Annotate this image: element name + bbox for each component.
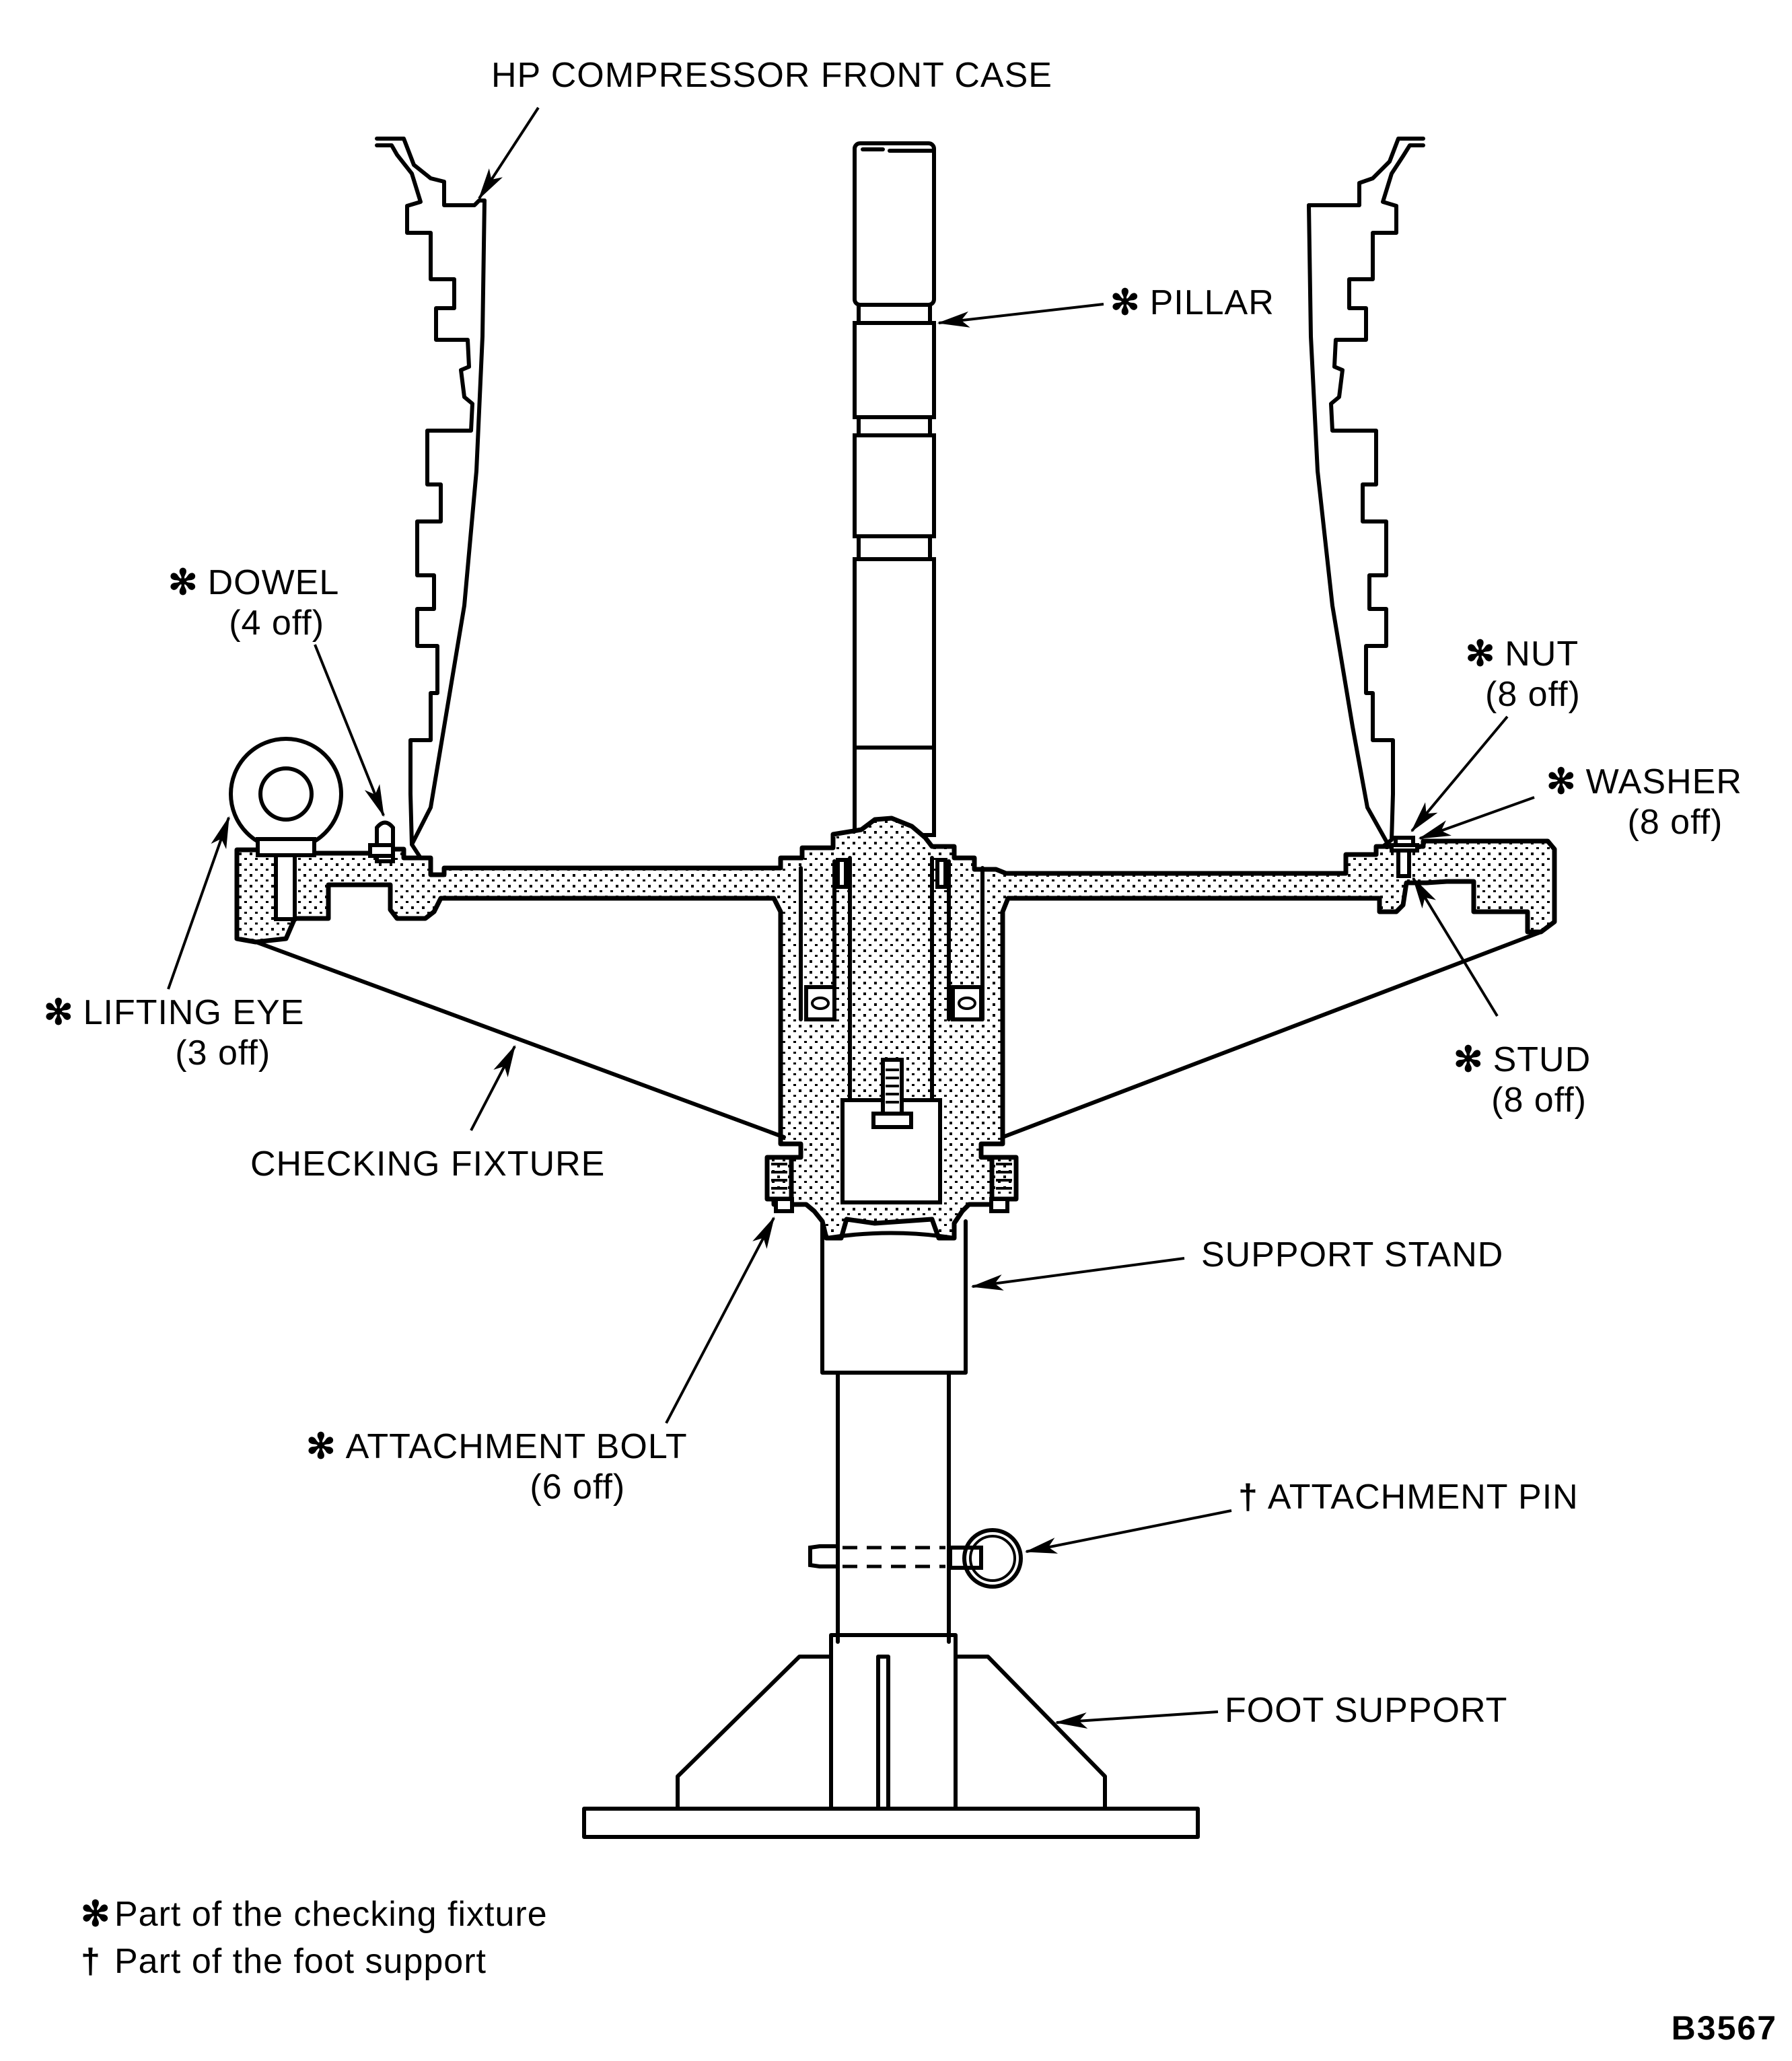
stud-nut-washer: [1390, 836, 1419, 878]
figure-number: B3567: [1671, 2009, 1777, 2047]
asterisk-icon: ✻: [1110, 283, 1141, 322]
label-text: ATTACHMENT PIN: [1267, 1478, 1579, 1517]
asterisk-icon: ✻: [1465, 635, 1496, 674]
label-nut: ✻NUT (8 off): [1464, 634, 1581, 715]
label-text: PILLAR: [1149, 283, 1275, 322]
label-text: ATTACHMENT BOLT: [345, 1427, 688, 1466]
label-quantity: (3 off): [175, 1034, 271, 1073]
label-text: CHECKING FIXTURE: [250, 1145, 606, 1184]
legend-text: Part of the checking fixture: [114, 1895, 548, 1934]
dagger-icon: †: [81, 1942, 101, 1981]
leader-attachment-bolt: [665, 1216, 775, 1424]
leader-stud: [1412, 876, 1499, 1017]
label-foot-support: FOOT SUPPORT: [1225, 1690, 1507, 1731]
label-quantity: (8 off): [1491, 1081, 1587, 1120]
pillar: [853, 141, 936, 837]
label-quantity: (8 off): [1485, 675, 1581, 714]
leader-foot-support: [1054, 1710, 1219, 1729]
leader-checking-fixture: [470, 1044, 516, 1131]
label-support-stand: SUPPORT STAND: [1201, 1235, 1503, 1275]
foot-support: [582, 1633, 1200, 1839]
label-attachment-bolt: ✻ATTACHMENT BOLT (6 off): [306, 1426, 688, 1507]
label-checking-fixture: CHECKING FIXTURE: [250, 1144, 605, 1184]
leader-washer: [1418, 796, 1535, 840]
label-quantity: (6 off): [530, 1468, 626, 1507]
label-hp-compressor-front-case: HP COMPRESSOR FRONT CASE: [491, 55, 1052, 96]
label-text: LIFTING EYE: [83, 993, 305, 1032]
lifting-eye: [229, 737, 343, 921]
label-text: STUD: [1493, 1040, 1591, 1079]
legend-row: † Part of the foot support: [81, 1938, 548, 1985]
leader-attachment-pin: [1024, 1509, 1232, 1554]
label-lifting-eye: ✻LIFTING EYE (3 off): [44, 992, 304, 1073]
leader-pillar: [937, 303, 1104, 328]
label-attachment-pin: †ATTACHMENT PIN: [1238, 1477, 1579, 1517]
symbol-legend: ✻Part of the checking fixture † Part of t…: [81, 1891, 548, 1985]
asterisk-icon: ✻: [306, 1427, 336, 1466]
attachment-bolts: [764, 1155, 1019, 1213]
label-text: DOWEL: [207, 563, 340, 602]
asterisk-icon: ✻: [1546, 762, 1577, 801]
dagger-icon: †: [1238, 1478, 1258, 1517]
support-stand: [820, 1219, 968, 1644]
hp-compressor-case-right-wall: [1307, 137, 1425, 851]
checking-fixture-cone: [250, 930, 1543, 1139]
asterisk-icon: ✻: [168, 563, 199, 602]
hp-compressor-case-left-wall: [375, 137, 487, 860]
asterisk-icon: ✻: [81, 1895, 111, 1934]
label-quantity: (4 off): [229, 604, 325, 643]
attachment-pin: [808, 1528, 1023, 1589]
leader-dowel: [314, 644, 385, 818]
leader-hp-case: [478, 106, 540, 201]
label-washer: ✻WASHER (8 off): [1546, 762, 1742, 842]
legend-row: ✻Part of the checking fixture: [81, 1891, 548, 1938]
asterisk-icon: ✻: [1454, 1040, 1484, 1079]
dowel: [368, 820, 395, 863]
legend-text: Part of the foot support: [114, 1942, 487, 1981]
label-text: WASHER: [1585, 762, 1742, 801]
asterisk-icon: ✻: [44, 993, 74, 1032]
label-stud: ✻STUD (8 off): [1454, 1040, 1591, 1120]
leader-lines: [167, 106, 1535, 1729]
leader-nut: [1410, 715, 1509, 832]
label-dowel: ✻DOWEL (4 off): [168, 563, 339, 643]
label-text: FOOT SUPPORT: [1225, 1691, 1508, 1730]
label-text: SUPPORT STAND: [1201, 1235, 1504, 1274]
label-text: HP COMPRESSOR FRONT CASE: [491, 56, 1052, 95]
label-quantity: (8 off): [1627, 803, 1723, 842]
label-pillar: ✻PILLAR: [1110, 283, 1275, 323]
leader-support-stand: [970, 1257, 1185, 1291]
label-text: NUT: [1505, 635, 1579, 674]
leader-lifting-eye: [167, 816, 230, 990]
